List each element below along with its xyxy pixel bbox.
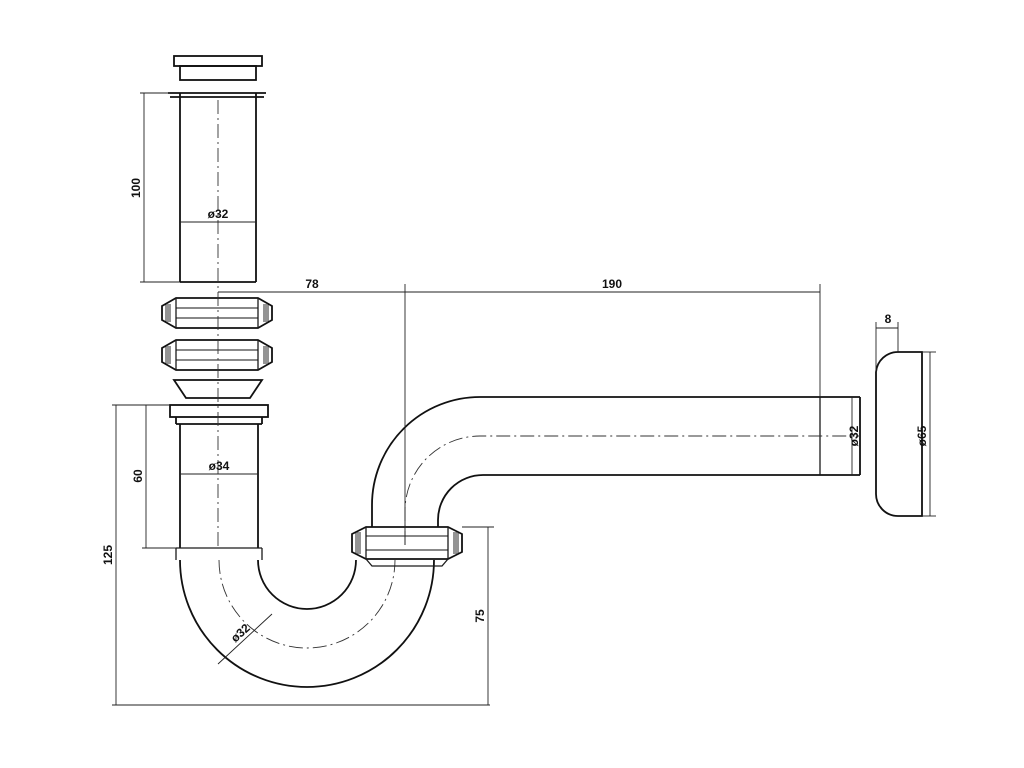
dim-label-flange-diameter: ø65	[915, 425, 929, 446]
dim-label-horizontal-offset: 78	[305, 277, 319, 291]
union-nut	[351, 526, 463, 567]
dim-tailpiece-length: 100	[129, 92, 180, 283]
cone-washer	[172, 379, 264, 399]
slip-nut-upper	[161, 297, 273, 329]
dim-label-overall-height: 125	[101, 545, 115, 565]
dim-flange-diameter: ø65	[915, 351, 936, 517]
dim-flange-thickness: 8	[875, 312, 899, 372]
dim-label-trap-inlet-height: 60	[131, 469, 145, 483]
dim-trap-inlet-diameter: ø34	[180, 459, 258, 475]
wall-arm	[371, 396, 861, 545]
dim-label-trap-inlet-diameter: ø34	[209, 459, 230, 473]
dim-overall-height: 125	[101, 404, 490, 706]
dim-trap-inlet-height: 60	[131, 404, 176, 549]
slip-nut-lower	[161, 339, 273, 371]
dim-label-tailpiece-length: 100	[129, 178, 143, 198]
dim-tailpiece-diameter: ø32	[180, 207, 256, 223]
tailpiece-tube	[168, 92, 266, 283]
dim-label-trap-bend-diameter: ø32	[228, 621, 253, 645]
dim-trap-depth: 75	[462, 526, 494, 705]
dim-trap-bend-diameter: ø32	[217, 613, 273, 665]
dim-label-wall-arm-length: 190	[602, 277, 622, 291]
dim-label-wall-arm-diameter: ø32	[847, 425, 861, 446]
dim-horizontal-offsets: 78 190	[218, 277, 821, 545]
dim-label-tailpiece-diameter: ø32	[208, 207, 229, 221]
trap-u-bend	[179, 559, 435, 688]
dim-label-flange-thickness: 8	[885, 312, 892, 326]
trap-inlet	[169, 404, 269, 560]
tailpiece-cap	[173, 55, 263, 81]
dim-wall-arm-diameter: ø32	[847, 397, 861, 475]
dim-label-trap-depth: 75	[473, 609, 487, 623]
